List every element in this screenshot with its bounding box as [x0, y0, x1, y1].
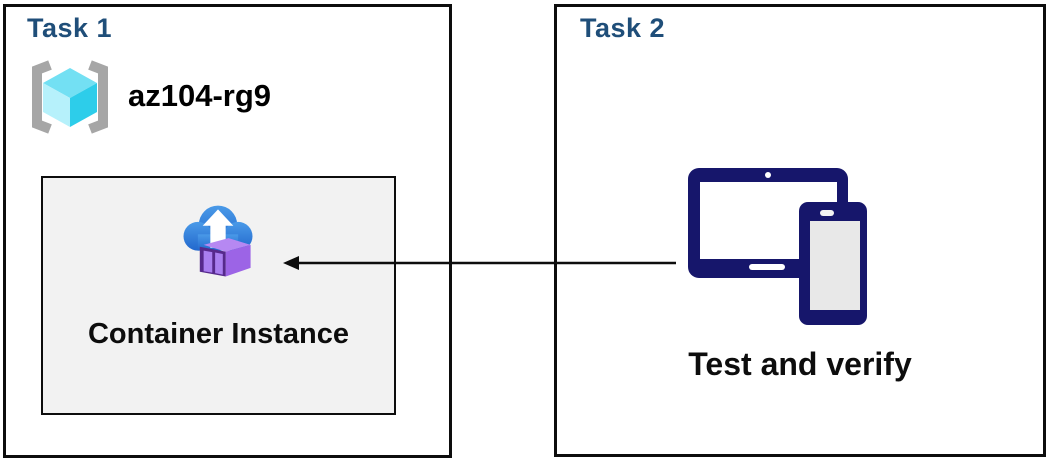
task1-title: Task 1: [27, 13, 113, 43]
devices-icon: [688, 168, 867, 325]
container-instance-label: Container Instance: [87, 318, 350, 350]
resource-group-name: az104-rg9: [128, 78, 272, 113]
test-and-verify-label: Test and verify: [688, 346, 912, 382]
task2-title: Task 2: [580, 13, 666, 43]
container-box-shape: [199, 238, 251, 277]
tablet-camera-dot: [765, 172, 771, 178]
container-instance-icon: [183, 205, 253, 277]
resource-group-icon: [32, 60, 108, 134]
upload-arrow-icon: [202, 209, 234, 248]
phone-speaker: [820, 210, 834, 216]
tablet-home-button: [749, 264, 785, 270]
phone-icon: [799, 202, 867, 325]
